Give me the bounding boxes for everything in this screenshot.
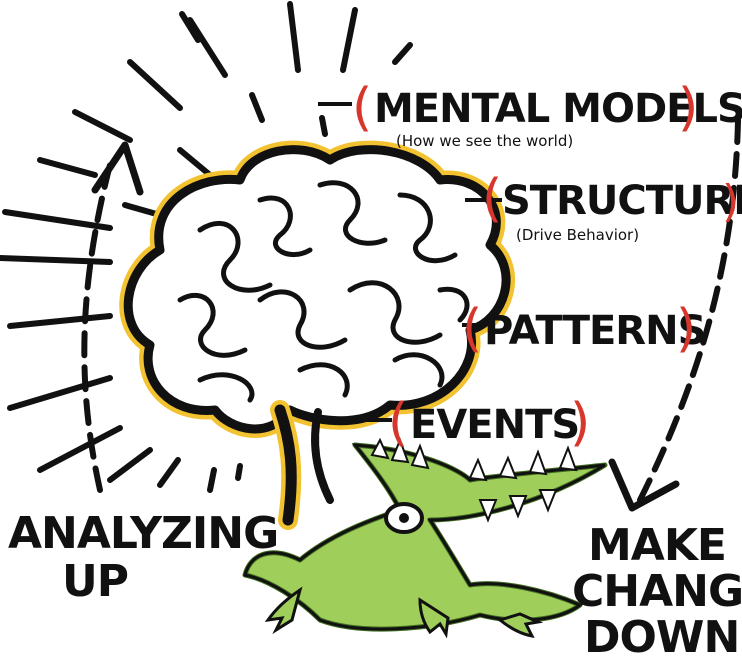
paren-left: ( — [352, 78, 372, 138]
label-line: DOWN — [584, 612, 739, 663]
level-title: STRUCTURES — [502, 178, 742, 224]
creature-icon — [242, 437, 608, 639]
level-subtitle: (How we see the world) — [396, 132, 573, 150]
level-title: EVENTS — [410, 402, 579, 448]
label-line: ANALYZING — [8, 508, 278, 559]
paren-left: ( — [462, 299, 482, 359]
level-title: MENTAL MODELS — [374, 86, 742, 132]
level-events: ( EVENTS ) — [388, 393, 590, 453]
paren-left: ( — [388, 393, 408, 453]
analyzing-up-label: ANALYZING UP — [8, 508, 279, 607]
label-line: CHANGE — [572, 566, 742, 617]
make-change-down-label: MAKE CHANGE DOWN — [572, 520, 742, 663]
paren-right: ) — [676, 299, 696, 359]
label-line: MAKE — [588, 520, 726, 571]
sunburst-rays-icon — [0, 1, 413, 493]
level-patterns: ( PATTERNS ) — [462, 299, 706, 359]
level-structures: ( STRUCTURES ) (Drive Behavior) — [482, 169, 742, 244]
label-line: UP — [62, 556, 128, 607]
paren-right: ) — [722, 176, 739, 227]
level-title: PATTERNS — [484, 308, 705, 354]
paren-right: ) — [570, 393, 590, 453]
paren-right: ) — [678, 78, 698, 138]
paren-left: ( — [482, 169, 502, 229]
down-arrow-icon — [608, 117, 741, 512]
level-mental-models: ( MENTAL MODELS ) (How we see the world) — [352, 78, 742, 150]
brain-icon — [119, 102, 515, 530]
up-arrow-icon — [81, 141, 144, 493]
level-subtitle: (Drive Behavior) — [516, 226, 639, 244]
